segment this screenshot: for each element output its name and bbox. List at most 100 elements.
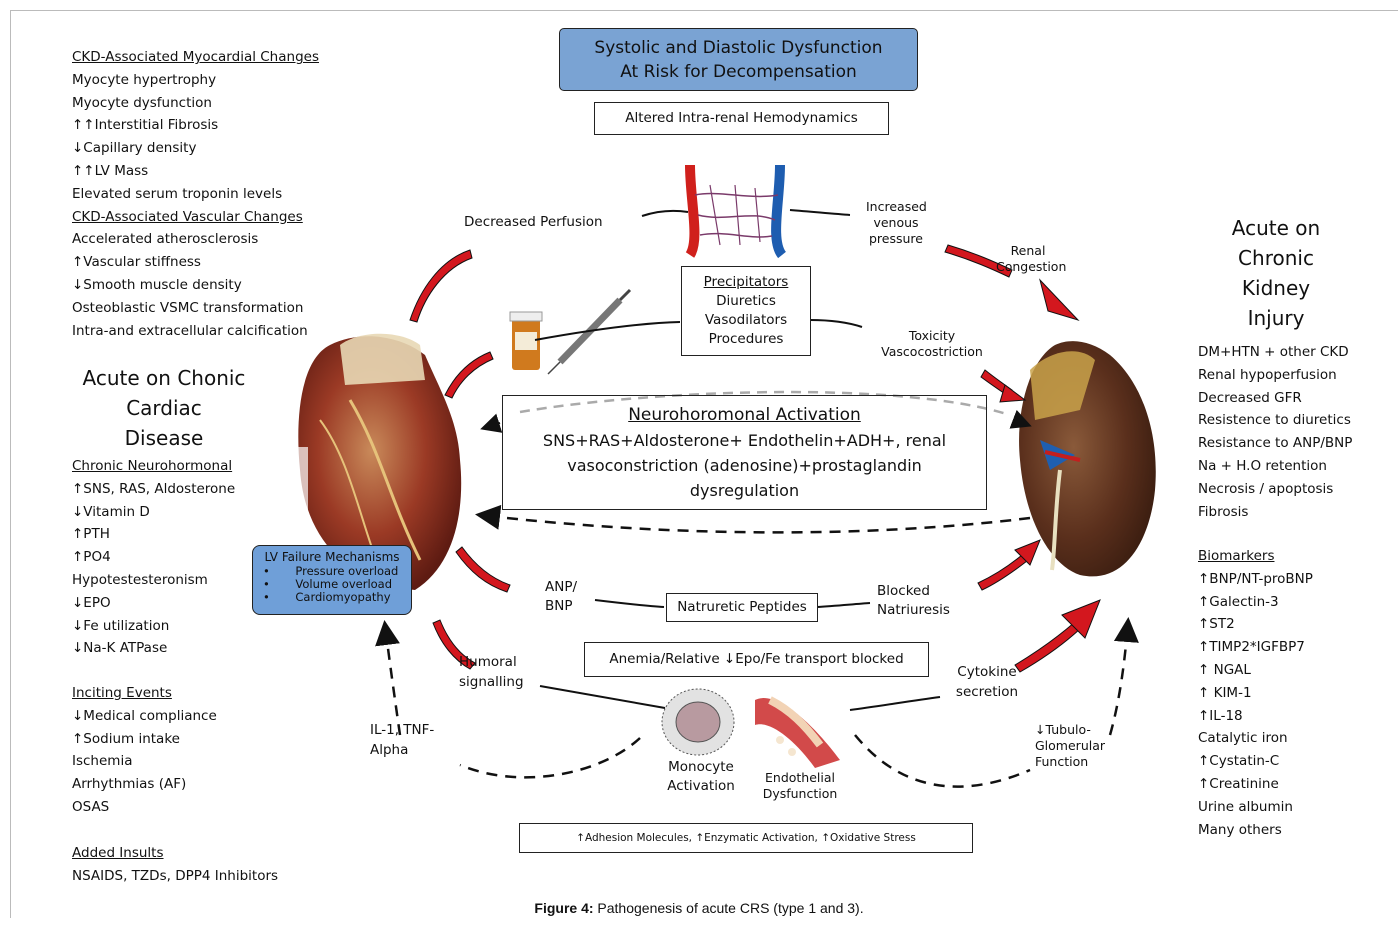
- label-line: Glomerular: [1035, 738, 1106, 753]
- lv-item-label: Cardiomyopathy: [295, 590, 391, 604]
- adhesion-box: ↑Adhesion Molecules, ↑Enzymatic Activati…: [519, 823, 973, 853]
- list-item: ↑IL-18: [1198, 707, 1243, 724]
- renal-congestion-label: Renal Congestion: [996, 243, 1067, 275]
- list-item: ↑ KIM-1: [1198, 684, 1252, 701]
- label-line: Endothelial: [765, 770, 835, 785]
- caption-text: Pathogenesis of acute CRS (type 1 and 3)…: [593, 900, 864, 916]
- list-item: Arrhythmias (AF): [72, 776, 187, 793]
- list-item: ↑BNP/NT-proBNP: [1198, 570, 1313, 587]
- increased-venous-label: Increased venous pressure: [866, 199, 927, 247]
- figure-caption: Figure 4: Pathogenesis of acute CRS (typ…: [0, 900, 1398, 916]
- list-item: Resistence to diuretics: [1198, 412, 1351, 429]
- endothelial-label: Endothelial Dysfunction: [762, 770, 838, 802]
- neuro-heading: Chronic Neurohormonal: [72, 458, 233, 474]
- list-item: Elevated serum troponin levels: [72, 185, 283, 202]
- list-item: ↑Creatinine: [1198, 775, 1279, 792]
- list-item: ↑↑LV Mass: [72, 162, 149, 179]
- list-item: Intra-and extracellular calcification: [72, 322, 308, 339]
- lv-item-label: Pressure overload: [295, 564, 399, 578]
- humoral-label: Humoral signalling: [459, 652, 524, 692]
- kidney-title-line: Chronic: [1238, 246, 1314, 270]
- cardiac-title-line: Cardiac: [126, 396, 202, 420]
- list-item: ↓Na-K ATPase: [72, 640, 168, 657]
- label-line: Alpha: [370, 742, 409, 758]
- decreased-perfusion-label: Decreased Perfusion: [464, 214, 603, 230]
- kidney-injury-title: Acute on Chronic Kidney Injury: [1196, 213, 1356, 333]
- list-item: ↓Vitamin D: [72, 503, 150, 520]
- list-item: Myocyte hypertrophy: [72, 71, 217, 88]
- neurohormonal-list: Chronic Neurohormonal ↑SNS, RAS, Aldoste…: [72, 455, 235, 660]
- neurohormonal-box: Neurohoromonal Activation SNS+RAS+Aldost…: [502, 395, 987, 510]
- label-line: Vascocostriction: [881, 344, 983, 359]
- list-item: ↑ST2: [1198, 616, 1235, 633]
- toxicity-label: Toxicity Vascocostriction: [880, 328, 984, 360]
- list-item: NSAIDS, TZDs, DPP4 Inhibitors: [72, 867, 279, 884]
- label-line: Natriuresis: [877, 602, 950, 618]
- biomarkers-list: Biomarkers ↑BNP/NT-proBNP ↑Galectin-3 ↑S…: [1198, 545, 1313, 841]
- kidney-title-line: Injury: [1247, 306, 1305, 330]
- inciting-events-list: Inciting Events ↓Medical compliance ↑Sod…: [72, 682, 217, 819]
- list-item: Hypotestesteronism: [72, 571, 208, 588]
- systolic-line2: At Risk for Decompensation: [620, 62, 857, 82]
- tubulo-glomerular-label: ↓Tubulo- Glomerular Function: [1035, 722, 1105, 770]
- myocardial-heading: CKD-Associated Myocardial Changes: [72, 49, 319, 65]
- list-item: ↑↑Interstitial Fibrosis: [72, 117, 219, 134]
- cytokine-label: Cytokine secretion: [955, 662, 1019, 702]
- list-item: ↑Cystatin-C: [1198, 753, 1280, 770]
- lv-item: • Cardiomyopathy: [263, 590, 391, 604]
- label-line: Humoral: [459, 654, 517, 670]
- list-item: ↑Galectin-3: [1198, 593, 1279, 610]
- precipitators-box: Precipitators Diuretics Vasodilators Pro…: [681, 266, 811, 356]
- hemodynamics-box: Altered Intra-renal Hemodynamics: [594, 102, 889, 135]
- cardiac-disease-title: Acute on Chonic Cardiac Disease: [64, 363, 264, 453]
- list-item: Ischemia: [72, 753, 133, 770]
- label-line: Cytokine: [957, 664, 1017, 680]
- list-item: Na + H.O retention: [1198, 457, 1327, 474]
- precipitators-heading: Precipitators: [703, 274, 789, 290]
- added-heading: Added Insults: [72, 845, 164, 861]
- list-item: ↓EPO: [72, 594, 111, 611]
- list-item: ↓Medical compliance: [72, 707, 217, 724]
- list-item: Necrosis / apoptosis: [1198, 480, 1334, 497]
- endothelial-illustration: [755, 696, 840, 768]
- list-item: ↑PO4: [72, 549, 111, 566]
- lv-failure-box: LV Failure Mechanisms • Pressure overloa…: [252, 545, 412, 615]
- list-item: ↑SNS, RAS, Aldosterone: [72, 480, 236, 497]
- lv-item-label: Volume overload: [295, 577, 393, 591]
- anemia-label: Anemia/Relative ↓Epo/Fe transport blocke…: [609, 651, 904, 667]
- anemia-box: Anemia/Relative ↓Epo/Fe transport blocke…: [584, 642, 929, 677]
- list-item: Catalytic iron: [1198, 730, 1288, 747]
- list-item: ↑TIMP2*IGFBP7: [1198, 639, 1305, 656]
- monocyte-label: Monocyte Activation: [664, 758, 738, 796]
- kidney-title-line: Kidney: [1241, 276, 1311, 300]
- adhesion-label: ↑Adhesion Molecules, ↑Enzymatic Activati…: [576, 832, 916, 844]
- monocyte-illustration: [661, 688, 735, 756]
- pill-bottle-illustration: [509, 311, 543, 370]
- label-line: Increased: [866, 199, 927, 214]
- heart-illustration: [280, 333, 462, 590]
- list-item: Accelerated atherosclerosis: [72, 231, 259, 248]
- list-item: ↓Smooth muscle density: [72, 276, 242, 293]
- label-line: Blocked: [877, 583, 930, 599]
- cardiac-title-line: Acute on Chonic: [82, 366, 246, 390]
- list-item: ↓Capillary density: [72, 140, 197, 157]
- label-line: Activation: [667, 778, 735, 794]
- inciting-heading: Inciting Events: [72, 685, 172, 701]
- natriuretic-label: Natruretic Peptides: [677, 599, 807, 615]
- figure-frame: [10, 10, 1398, 918]
- label-line: venous: [873, 215, 919, 230]
- added-insults-list: Added Insults NSAIDS, TZDs, DPP4 Inhibit…: [72, 842, 278, 888]
- list-item: Vasodilators: [704, 312, 788, 328]
- natriuretic-box: Natruretic Peptides: [666, 593, 818, 622]
- label-line: ANP/: [545, 579, 578, 595]
- list-item: ↓Fe utilization: [72, 617, 170, 634]
- list-item: ↑ NGAL: [1198, 661, 1251, 678]
- list-item: DM+HTN + other CKD: [1198, 344, 1349, 360]
- label-line: Congestion: [996, 259, 1067, 274]
- lv-item: • Pressure overload: [263, 564, 399, 578]
- list-item: Renal hypoperfusion: [1198, 366, 1337, 383]
- neuro-text-line: dysregulation: [689, 481, 800, 500]
- label-line: secretion: [955, 684, 1019, 700]
- label-line: Toxicity: [908, 328, 956, 343]
- myocardial-changes-list: CKD-Associated Myocardial Changes Myocyt…: [72, 46, 319, 342]
